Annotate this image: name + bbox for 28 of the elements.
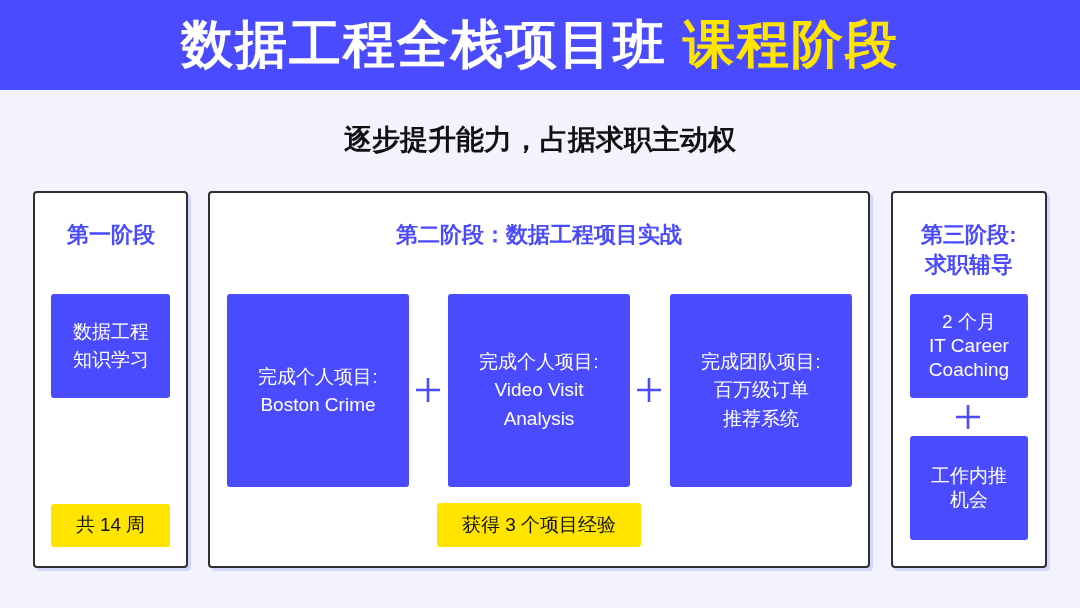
- duration-badge: [51, 504, 170, 547]
- stage-heading: 第三阶段:求职辅导: [920, 221, 1018, 279]
- stage-heading: 第一阶段: [66, 221, 155, 249]
- project-name: Video Visit Analysis: [493, 378, 585, 431]
- project-box: [670, 294, 852, 487]
- subtitle: 逐步提升能力，占据求职主动权: [344, 123, 736, 157]
- stage-panel: [891, 191, 1047, 568]
- duration-text: 2 个月: [942, 310, 996, 335]
- project-type: 完成个人项目:: [479, 349, 599, 374]
- service-box: [910, 294, 1028, 398]
- project-type: 完成个人项目:: [258, 364, 378, 389]
- service-box: [910, 436, 1028, 540]
- outcome-badge: [437, 503, 641, 547]
- stage-heading: 第二阶段：数据工程项目实战: [396, 221, 682, 249]
- service-name: IT Career Coaching: [927, 334, 1011, 382]
- project-type: 完成团队项目:: [701, 349, 821, 374]
- duration-text: 共 14 周: [75, 513, 146, 538]
- project-name: 百万级订单推荐系统: [712, 378, 810, 431]
- project-box: [227, 294, 409, 487]
- stage-panel: [208, 191, 870, 568]
- project-box: [448, 294, 630, 487]
- module-box: [51, 294, 170, 398]
- service-name: 工作内推机会: [930, 464, 1008, 512]
- stage-panel: [33, 191, 188, 568]
- project-name: Boston Crime: [260, 392, 376, 417]
- outcome-text: 获得 3 个项目经验: [461, 512, 617, 537]
- page-title: 数据工程全栈项目班 课程阶段: [180, 14, 900, 75]
- module-name: 数据工程知识学习: [71, 320, 150, 372]
